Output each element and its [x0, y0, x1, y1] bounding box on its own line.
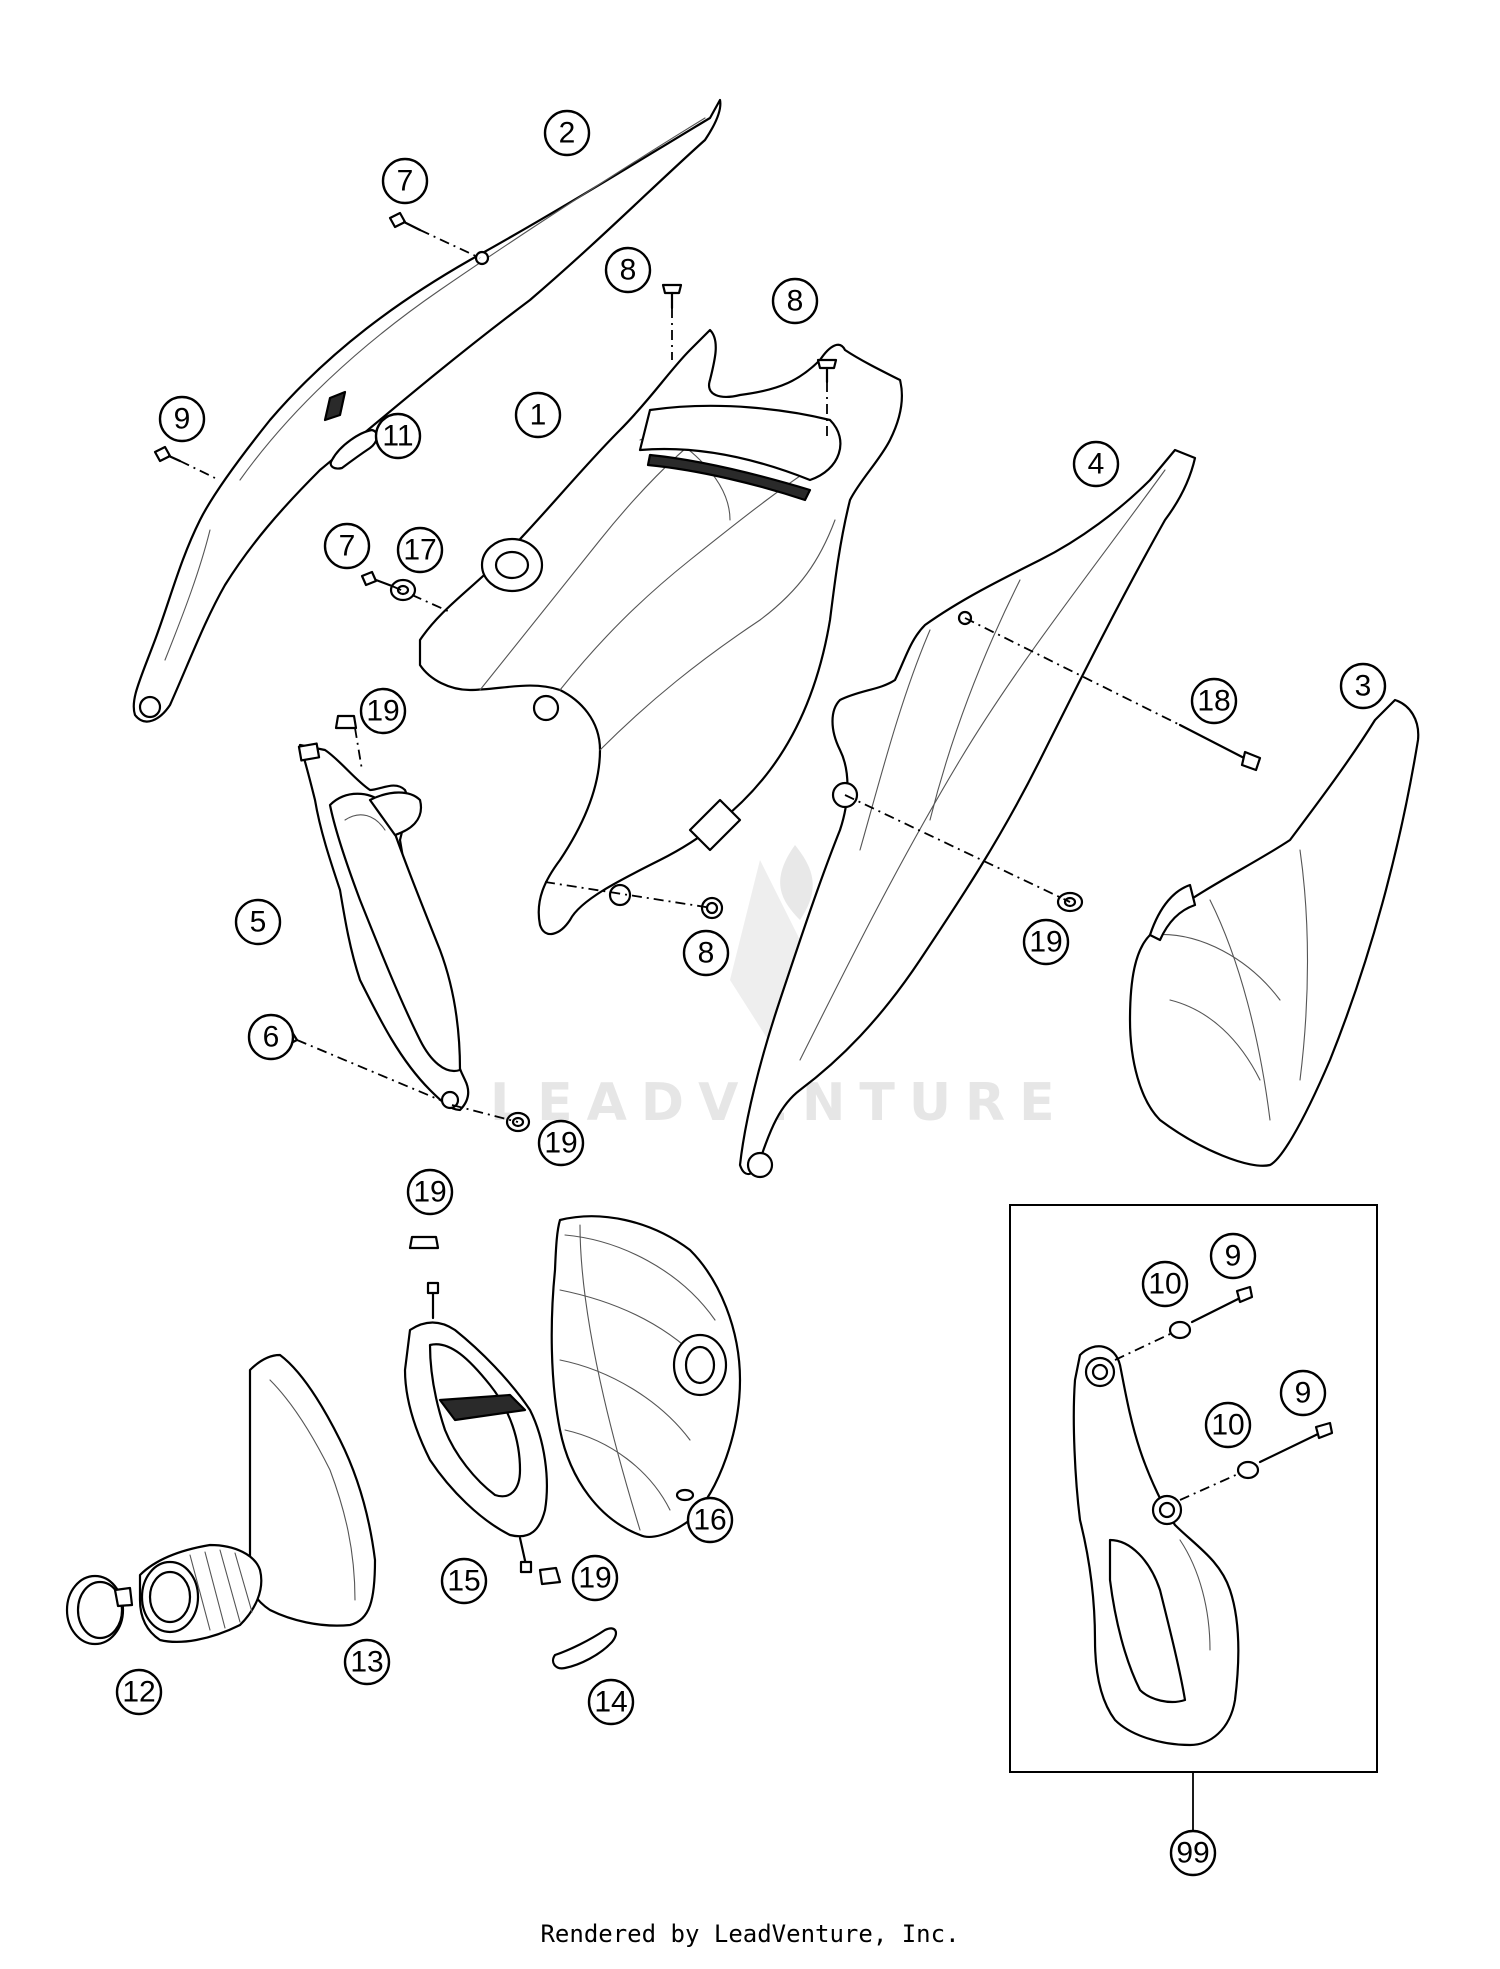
- svg-text:19: 19: [578, 1562, 611, 1595]
- callout-19-cage-top[interactable]: 19: [406, 1168, 454, 1216]
- svg-text:12: 12: [122, 1676, 155, 1709]
- part-15-filter-cage[interactable]: [403, 1281, 548, 1574]
- svg-text:5: 5: [250, 906, 267, 939]
- svg-text:8: 8: [620, 254, 637, 287]
- callout-19-frame-bottom[interactable]: 19: [537, 1119, 585, 1167]
- grommet-19-e[interactable]: [538, 1566, 562, 1586]
- callout-2[interactable]: 2: [543, 109, 591, 157]
- callout-10-kit-bottom[interactable]: 10: [1204, 1401, 1252, 1449]
- callout-14[interactable]: 14: [587, 1678, 635, 1726]
- fastener-9-left[interactable]: [153, 445, 182, 463]
- part-11-clip[interactable]: [329, 428, 379, 470]
- kit-washer-10-b[interactable]: [1236, 1460, 1260, 1480]
- part-12-clamp[interactable]: [65, 1574, 134, 1646]
- part-3-number-plate[interactable]: [1128, 698, 1420, 1167]
- svg-text:1: 1: [530, 399, 547, 432]
- svg-text:18: 18: [1197, 685, 1230, 718]
- callout-8-right[interactable]: 8: [771, 277, 819, 325]
- callout-17[interactable]: 17: [396, 526, 444, 574]
- svg-text:9: 9: [1295, 1377, 1312, 1410]
- callout-6[interactable]: 6: [247, 1013, 295, 1061]
- callout-19-cage-bottom[interactable]: 19: [571, 1554, 619, 1602]
- callout-3[interactable]: 3: [1339, 662, 1387, 710]
- callout-10-kit-top[interactable]: 10: [1141, 1260, 1189, 1308]
- callout-11[interactable]: 11: [374, 412, 422, 460]
- svg-text:8: 8: [698, 937, 715, 970]
- svg-text:19: 19: [413, 1176, 446, 1209]
- fastener-8-right[interactable]: [816, 358, 838, 384]
- svg-text:19: 19: [544, 1127, 577, 1160]
- part-14-cover-clip[interactable]: [551, 1627, 618, 1670]
- callout-13[interactable]: 13: [343, 1638, 391, 1686]
- svg-text:19: 19: [366, 695, 399, 728]
- callout-9-kit-top[interactable]: 9: [1209, 1232, 1257, 1280]
- svg-text:10: 10: [1148, 1268, 1181, 1301]
- callout-7-middle[interactable]: 7: [323, 522, 371, 570]
- fastener-7-middle[interactable]: [360, 570, 394, 588]
- kit-99-rail-piece[interactable]: [1072, 1345, 1240, 1747]
- callout-7-top[interactable]: 7: [381, 157, 429, 205]
- part-16-air-filter[interactable]: [550, 1215, 742, 1538]
- svg-text:2: 2: [559, 117, 576, 150]
- callout-16[interactable]: 16: [686, 1496, 734, 1544]
- svg-text:4: 4: [1088, 448, 1105, 481]
- svg-text:13: 13: [350, 1646, 383, 1679]
- footer-credit: Rendered by LeadVenture, Inc.: [540, 1920, 959, 1948]
- kit-bolt-9-b[interactable]: [1258, 1421, 1334, 1464]
- part-13-air-boot[interactable]: [138, 1353, 377, 1643]
- washer-17[interactable]: [389, 578, 417, 602]
- svg-text:14: 14: [594, 1686, 627, 1719]
- callout-9-kit-bottom[interactable]: 9: [1279, 1369, 1327, 1417]
- callout-8-lower[interactable]: 8: [682, 929, 730, 977]
- callout-99[interactable]: 99: [1169, 1829, 1217, 1877]
- kit-bolt-9-a[interactable]: [1190, 1285, 1254, 1324]
- svg-text:8: 8: [787, 285, 804, 318]
- svg-text:9: 9: [1225, 1240, 1242, 1273]
- svg-text:3: 3: [1355, 670, 1372, 703]
- svg-text:10: 10: [1211, 1409, 1244, 1442]
- kit-leader-lines: [1114, 1333, 1239, 1501]
- svg-text:6: 6: [263, 1021, 280, 1054]
- grommet-19-a[interactable]: [334, 714, 358, 730]
- svg-text:15: 15: [447, 1565, 480, 1598]
- callout-19-frame-top[interactable]: 19: [359, 687, 407, 735]
- svg-text:7: 7: [339, 530, 356, 563]
- leader-lines: [179, 229, 1181, 1123]
- svg-text:19: 19: [1029, 926, 1062, 959]
- bolt-18[interactable]: [1178, 723, 1262, 772]
- callout-12[interactable]: 12: [115, 1668, 163, 1716]
- svg-text:9: 9: [174, 403, 191, 436]
- fastener-7-top[interactable]: [388, 211, 422, 232]
- callout-5[interactable]: 5: [234, 898, 282, 946]
- callout-8-top[interactable]: 8: [604, 246, 652, 294]
- part-1-airbox[interactable]: [418, 328, 904, 936]
- svg-text:17: 17: [403, 534, 436, 567]
- part-5-filter-frame[interactable]: [297, 742, 470, 1112]
- svg-text:99: 99: [1176, 1837, 1209, 1870]
- callout-15[interactable]: 15: [440, 1557, 488, 1605]
- callout-18[interactable]: 18: [1190, 677, 1238, 725]
- kit-washer-10-a[interactable]: [1168, 1320, 1192, 1340]
- callout-4[interactable]: 4: [1072, 440, 1120, 488]
- svg-text:16: 16: [693, 1504, 726, 1537]
- svg-text:11: 11: [382, 420, 413, 453]
- svg-text:7: 7: [397, 165, 414, 198]
- part-2-frame-rail[interactable]: [132, 98, 722, 723]
- grommet-19-d[interactable]: [408, 1235, 440, 1250]
- fastener-8-top[interactable]: [661, 283, 683, 310]
- callout-9-left[interactable]: 9: [158, 395, 206, 443]
- callout-19-side-cover[interactable]: 19: [1022, 918, 1070, 966]
- callout-1[interactable]: 1: [514, 391, 562, 439]
- part-4-side-cover[interactable]: [738, 448, 1197, 1179]
